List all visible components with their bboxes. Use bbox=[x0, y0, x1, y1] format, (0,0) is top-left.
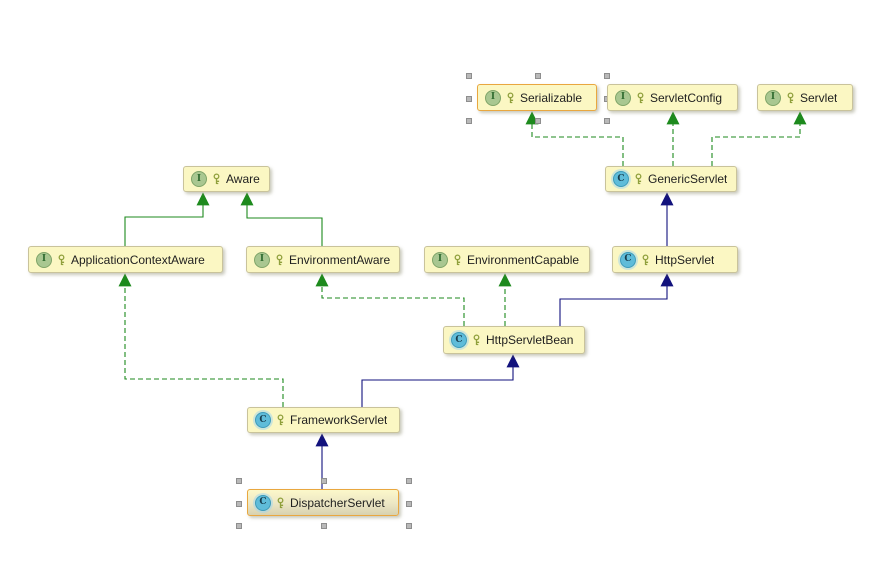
node-aware[interactable]: I Aware bbox=[183, 166, 270, 192]
node-label: HttpServlet bbox=[655, 252, 715, 267]
edge-framework-servlet-implements-application-context-aware[interactable] bbox=[118, 273, 284, 407]
selection-handle[interactable] bbox=[236, 523, 242, 529]
edge-http-servlet-bean-implements-environment-aware[interactable] bbox=[315, 273, 465, 326]
node-serializable[interactable]: I Serializable bbox=[466, 73, 610, 124]
selection-handle[interactable] bbox=[406, 523, 412, 529]
node-environment-capable[interactable]: I EnvironmentCapable bbox=[424, 246, 590, 273]
node-http-servlet[interactable]: C HttpServlet bbox=[612, 246, 738, 273]
node-label: EnvironmentAware bbox=[289, 252, 391, 267]
selection-handle[interactable] bbox=[406, 500, 412, 507]
selection-handle[interactable] bbox=[535, 73, 541, 79]
interface-icon: I bbox=[36, 251, 52, 268]
node-servlet-config[interactable]: I ServletConfig bbox=[607, 84, 738, 111]
selection-handle[interactable] bbox=[321, 478, 327, 484]
node-environment-aware[interactable]: I EnvironmentAware bbox=[246, 246, 400, 273]
class-icon: C bbox=[255, 412, 271, 428]
node-application-context-aware[interactable]: I ApplicationContextAware bbox=[28, 246, 223, 273]
key-icon bbox=[505, 91, 516, 104]
node-label: Servlet bbox=[800, 90, 838, 105]
key-icon bbox=[274, 253, 285, 266]
key-icon bbox=[56, 253, 67, 266]
key-icon bbox=[471, 334, 482, 346]
key-icon bbox=[640, 253, 651, 266]
node-label: GenericServlet bbox=[648, 172, 728, 186]
class-icon: C bbox=[255, 494, 271, 511]
node-label: ServletConfig bbox=[650, 90, 723, 105]
selection-handle[interactable] bbox=[604, 73, 610, 79]
selection-handle[interactable] bbox=[321, 523, 327, 529]
selection-handle[interactable] bbox=[466, 118, 472, 124]
selection-handle[interactable] bbox=[236, 478, 242, 484]
selection-handle[interactable] bbox=[406, 478, 412, 484]
interface-icon: I bbox=[485, 89, 501, 106]
node-label: HttpServletBean bbox=[486, 333, 574, 347]
class-icon: C bbox=[613, 171, 629, 187]
node-http-servlet-bean[interactable]: C HttpServletBean bbox=[443, 326, 585, 354]
node-label: Serializable bbox=[520, 90, 583, 105]
selection-handle[interactable] bbox=[604, 118, 610, 124]
class-icon: C bbox=[620, 251, 636, 268]
selection-handle[interactable] bbox=[236, 500, 242, 507]
edge-http-servlet-bean-extends-http-servlet[interactable] bbox=[559, 273, 674, 326]
edge-generic-servlet-implements-servlet[interactable] bbox=[711, 111, 807, 166]
selection-handle[interactable] bbox=[466, 95, 472, 102]
edge-framework-servlet-extends-http-servlet-bean[interactable] bbox=[361, 354, 520, 407]
node-servlet[interactable]: I Servlet bbox=[757, 84, 853, 111]
node-label: DispatcherServlet bbox=[290, 495, 385, 510]
selection-handle[interactable] bbox=[466, 73, 472, 79]
key-icon bbox=[785, 91, 796, 104]
interface-icon: I bbox=[191, 171, 207, 187]
key-icon bbox=[635, 91, 646, 104]
node-framework-servlet[interactable]: C FrameworkServlet bbox=[247, 407, 400, 433]
interface-icon: I bbox=[432, 251, 448, 268]
node-label: Aware bbox=[226, 172, 260, 186]
node-generic-servlet[interactable]: C GenericServlet bbox=[605, 166, 737, 192]
class-icon: C bbox=[451, 332, 467, 348]
node-label: EnvironmentCapable bbox=[467, 252, 580, 267]
node-label: ApplicationContextAware bbox=[71, 252, 205, 267]
edge-application-context-aware-extends-aware[interactable] bbox=[124, 192, 210, 246]
selection-handle[interactable] bbox=[535, 118, 541, 124]
key-icon bbox=[452, 253, 463, 266]
interface-icon: I bbox=[254, 251, 270, 268]
node-label: FrameworkServlet bbox=[290, 413, 388, 427]
interface-icon: I bbox=[765, 89, 781, 106]
key-icon bbox=[211, 173, 222, 185]
interface-icon: I bbox=[615, 89, 631, 106]
edge-generic-servlet-implements-serializable[interactable] bbox=[525, 111, 624, 166]
key-icon bbox=[275, 496, 286, 509]
edge-environment-aware-extends-aware[interactable] bbox=[240, 192, 323, 246]
node-dispatcher-servlet[interactable]: C DispatcherServlet bbox=[236, 478, 412, 529]
key-icon bbox=[275, 414, 286, 426]
key-icon bbox=[633, 173, 644, 185]
